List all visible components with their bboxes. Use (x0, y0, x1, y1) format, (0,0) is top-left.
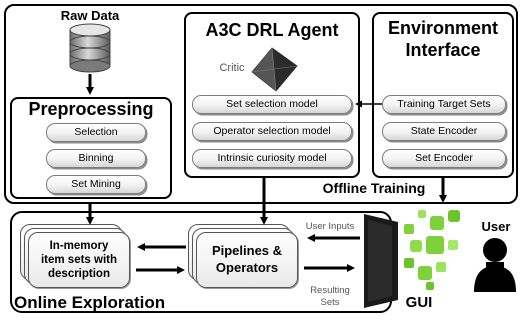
environment-item: Training Target Sets (382, 95, 506, 114)
online-exploration-label: Online Exploration (14, 293, 166, 312)
item-sets-card (28, 232, 130, 288)
user-label: User (481, 219, 511, 234)
preprocessing-title: Preprocessing (28, 99, 154, 119)
agent-title: A3C DRL Agent (205, 20, 339, 40)
environment-title-line2: Interface (405, 40, 481, 60)
critic-label: Critic (219, 62, 245, 74)
environment-title-line1: Environment (387, 18, 498, 38)
preprocessing-step: Binning (46, 149, 146, 168)
agent-model: Intrinsic curiosity model (192, 149, 352, 168)
environment-item: State Encoder (382, 122, 506, 141)
offline-training-label: Offline Training (318, 180, 430, 196)
gui-label: GUI (405, 294, 433, 311)
user-inputs-label: User Inputs (305, 221, 355, 232)
agent-model: Operator selection model (192, 122, 352, 141)
resulting-sets-line1: Resulting (310, 285, 350, 296)
agent-model: Set selection model (192, 95, 352, 114)
pipelines-card (196, 232, 298, 288)
pipelines-line1: Pipelines & (211, 243, 283, 258)
pipelines-line2: Operators (215, 260, 279, 275)
raw-data-label: Raw Data (60, 8, 120, 23)
item-sets-line2: item sets with (40, 254, 118, 266)
item-sets-line3: description (48, 268, 110, 280)
preprocessing-step: Selection (46, 123, 146, 142)
environment-item: Set Encoder (382, 149, 506, 168)
resulting-sets-line2: Sets (320, 297, 340, 308)
preprocessing-step: Set Mining (46, 175, 146, 194)
item-sets-line1: In-memory (49, 240, 109, 252)
